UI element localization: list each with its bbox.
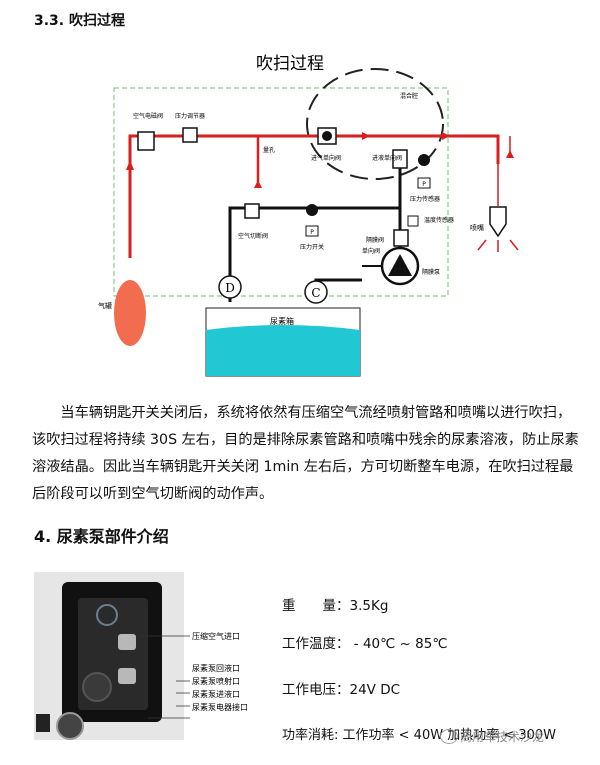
thumbnail-1-image: [36, 714, 50, 732]
pump-enclosure-outline: [113, 87, 449, 297]
c-sensor-label: C: [311, 286, 320, 300]
callout-lines: [140, 635, 190, 719]
pressure-regulator-icon: [182, 127, 198, 143]
pressure-sensor-icon: [418, 154, 430, 166]
spec-temperature-value: - 40℃ ~ 85℃: [349, 636, 448, 652]
pressure-regulator-label: 压力调节器: [175, 112, 205, 120]
pressure-switch-p: P: [310, 229, 314, 236]
paragraph-text: 当车辆钥匙开关关闭后，系统将依然有压缩空气流经喷射管路和喷嘴以进行吹扫，该吹扫过…: [32, 405, 579, 502]
gas-tank-label: 气罐: [98, 301, 112, 310]
air-check-ball-icon: [322, 131, 332, 141]
spec-temperature: 工作温度： - 40℃ ~ 85℃: [282, 632, 448, 652]
spec-voltage-label: 工作电压：: [282, 682, 350, 698]
d-sensor-label: D: [225, 281, 235, 295]
mixing-chamber-label: 混合腔: [400, 92, 418, 100]
pump-port-callouts: 压缩空气进口 尿素泵回液口 尿素泵喷射口 尿素泵进液口 尿素泵电器接口: [140, 631, 248, 719]
temp-sensor-label: 温度传感器: [424, 216, 454, 224]
urea-tank-label: 尿素箱: [270, 316, 294, 326]
air-shutoff-valve-icon: [244, 203, 260, 219]
gas-tank-icon: [114, 280, 146, 346]
air-shutoff-label: 空气切断阀: [238, 232, 268, 240]
watermark-text: 商用车技术沙龙: [460, 730, 545, 744]
liquid-check-valve-label: 进液单向阀: [372, 154, 402, 162]
liquid-check-valve-icon: [392, 149, 408, 169]
d-sensor-icon: [218, 275, 242, 299]
purge-description-paragraph: 当车辆钥匙开关关闭后，系统将依然有压缩空气流经喷射管路和喷嘴以进行吹扫，该吹扫过…: [32, 400, 582, 508]
spec-voltage: 工作电压：24V DC: [282, 678, 400, 698]
spec-weight-label: 重 量：: [282, 598, 350, 614]
pressure-switch-label: 压力开关: [300, 243, 324, 251]
diaphragm-valve-label: 隔膜阀: [366, 236, 384, 244]
urea-liquid-icon: [206, 325, 360, 376]
nozzle-icon: [489, 206, 507, 238]
spec-weight: 重 量：3.5Kg: [282, 594, 388, 614]
pressure-sensor-box-icon: [417, 177, 431, 189]
return-port-fitting-icon: [118, 634, 136, 650]
spec-weight-value: 3.5Kg: [349, 598, 389, 614]
air-solenoid-label: 空气电磁阀: [133, 112, 163, 120]
diaphragm-valve-icon: [393, 229, 409, 247]
air-check-valve-label: 进气单向阀: [311, 154, 341, 162]
spray-lines-icon: [477, 239, 519, 252]
air-inlet-fitting-icon: [96, 604, 118, 626]
section-heading-3-3: 3.3. 吹扫过程: [34, 13, 125, 29]
diaphragm-pump-label: 隔膜泵: [422, 268, 440, 276]
thumbnail-2-image: [56, 712, 84, 740]
callout-injection-port: 尿素泵喷射口: [192, 676, 240, 686]
pressure-switch-box-icon: [305, 225, 319, 237]
pressure-sensor-label: 压力传感器: [410, 195, 440, 203]
pump-photo: [34, 572, 184, 740]
callout-inlet-port: 尿素泵进液口: [192, 689, 240, 699]
callout-return-port: 尿素泵回液口: [192, 663, 240, 673]
mixing-chamber-outline: [306, 68, 444, 180]
spec-voltage-value: 24V DC: [349, 682, 401, 698]
temp-sensor-icon: [407, 215, 419, 227]
purge-process-diagram: 吹扫过程 空气电磁阀 压力调节器 量孔 进气单向阀 进液单向阀 混合腔 P 压力…: [98, 54, 519, 377]
pressure-switch-icon: [306, 204, 318, 216]
air-main-line: [128, 134, 500, 258]
spec-power-label: 功率消耗:: [282, 728, 343, 743]
electrical-connector-icon: [82, 672, 112, 702]
pressure-sensor-p: P: [422, 181, 426, 188]
spec-temperature-label: 工作温度：: [282, 636, 350, 652]
callout-air-inlet: 压缩空气进口: [192, 631, 240, 641]
check-valve-label: 单向阀: [362, 247, 380, 255]
callout-electrical-port: 尿素泵电器接口: [192, 702, 248, 712]
pump-triangle-icon: [388, 254, 412, 276]
inlet-port-fitting-icon: [118, 668, 136, 684]
nozzle-label: 喷嘴: [470, 223, 484, 232]
c-sensor-icon: [304, 280, 328, 304]
air-solenoid-valve-icon: [137, 131, 155, 151]
section-heading-4: 4. 尿素泵部件介绍: [34, 527, 169, 546]
diagram-title: 吹扫过程: [256, 54, 324, 74]
wechat-icon: [440, 729, 458, 744]
orifice-label: 量孔: [263, 146, 275, 154]
